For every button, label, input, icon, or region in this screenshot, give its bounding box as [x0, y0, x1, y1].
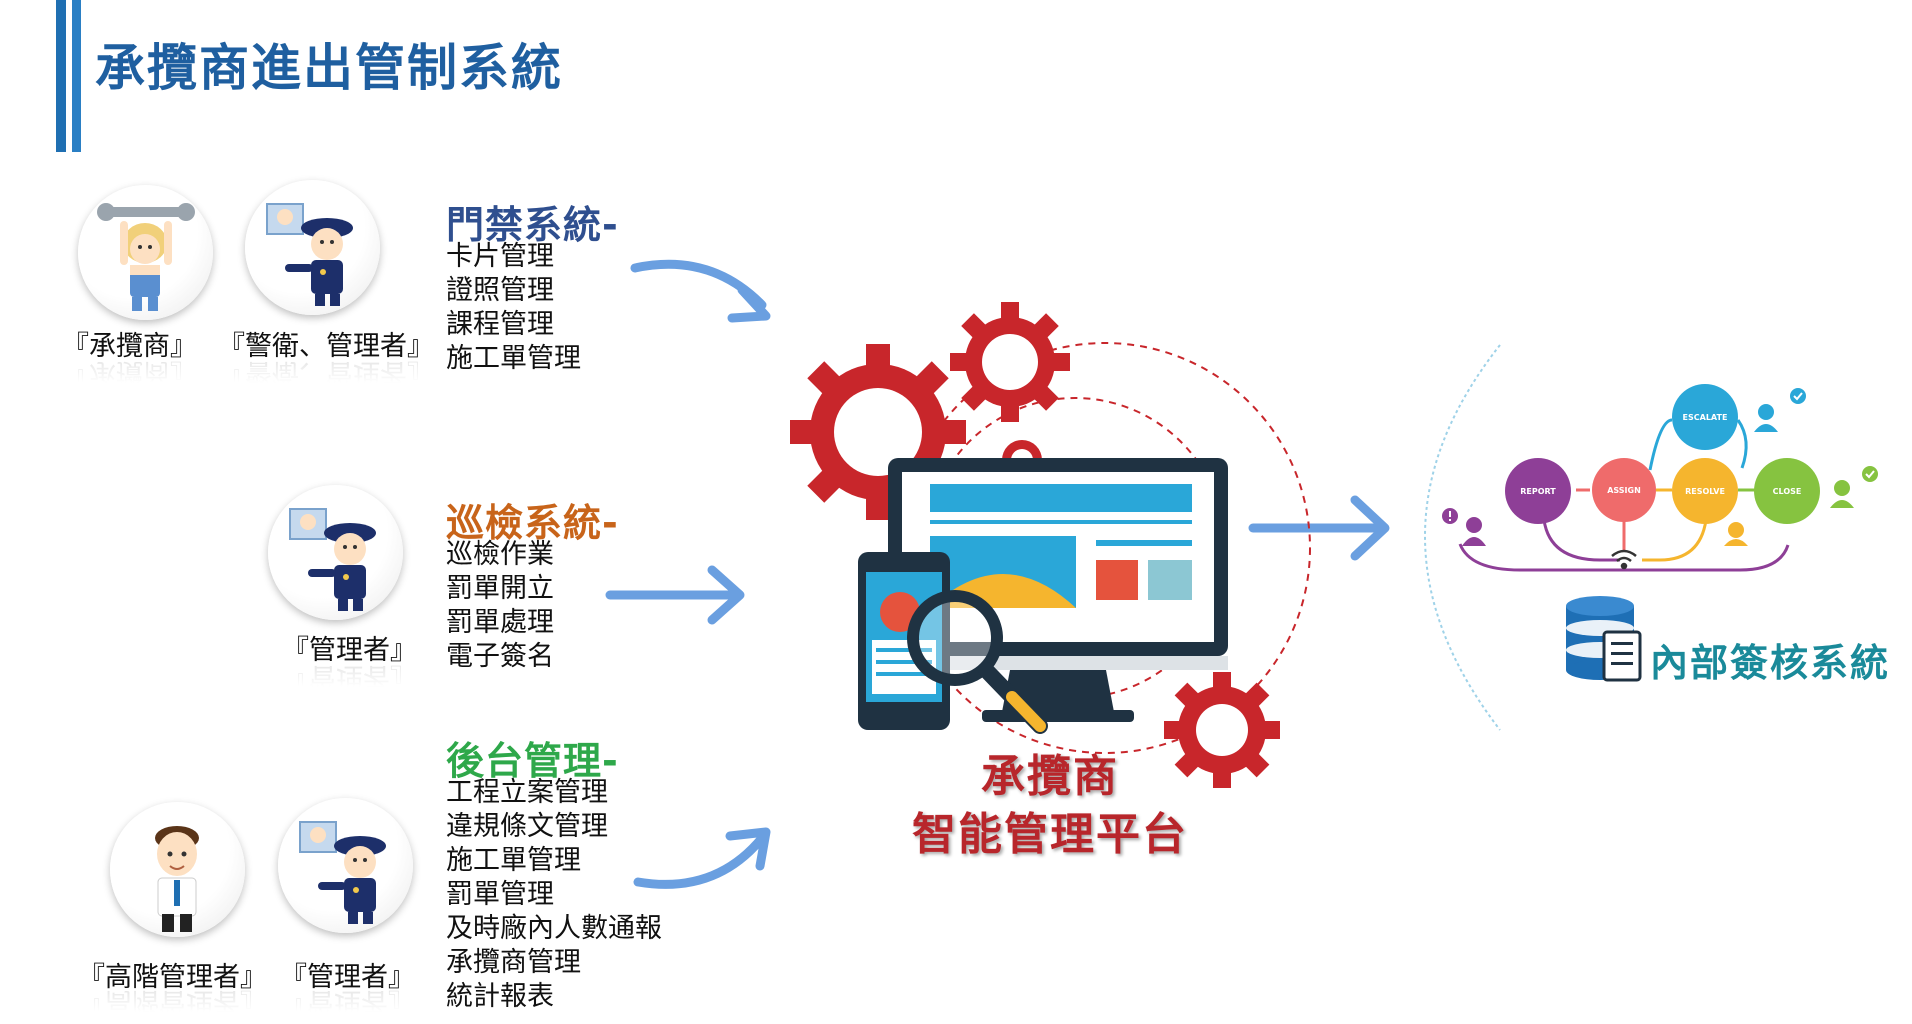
- gear-icon: [950, 302, 1070, 422]
- section-title-access-control: 門禁系統-: [446, 203, 619, 247]
- section-list-backend: 工程立案管理 違規條文管理 施工單管理 罰單管理 及時廠內人數通報 承攬商管理 …: [446, 776, 662, 1014]
- role-label-guard-manager: 『警衛、管理者』: [218, 331, 434, 362]
- workflow-step-assign: ASSIGN: [1592, 458, 1656, 522]
- database-icon: [1566, 596, 1634, 680]
- list-item: 及時廠內人數通報: [446, 913, 662, 944]
- list-item: 施工單管理: [446, 845, 581, 876]
- worker-avatar: [78, 185, 213, 320]
- list-item: 統計報表: [446, 981, 554, 1012]
- guard-icon: [299, 821, 386, 924]
- senior-manager-avatar: [110, 802, 245, 937]
- workflow-step-report: REPORT: [1505, 458, 1571, 524]
- magnifier-icon: [907, 590, 1048, 734]
- section-title-inspection: 巡檢系統-: [446, 501, 619, 545]
- manager-icon: [155, 826, 199, 932]
- list-item: 罰單管理: [446, 879, 554, 910]
- phone-icon: [858, 552, 950, 730]
- list-item: 證照管理: [446, 275, 554, 306]
- section-list-access-control: 卡片管理 證照管理 課程管理 施工單管理: [446, 240, 581, 376]
- list-item: 課程管理: [446, 309, 554, 340]
- gear-icon: [1164, 672, 1280, 788]
- role-label-senior-manager: 『高階管理者』: [78, 962, 267, 993]
- manager-guard-avatar: [268, 485, 403, 620]
- manager-guard-avatar-2: [278, 798, 413, 933]
- section-title-backend: 後台管理-: [446, 739, 619, 783]
- role-label-contractor: 『承攬商』: [62, 331, 197, 362]
- list-item: 工程立案管理: [446, 777, 608, 808]
- arrow-access-to-platform: [630, 259, 767, 310]
- list-item: 違規條文管理: [446, 811, 608, 842]
- person-icon: [1724, 522, 1748, 546]
- list-item: 巡檢作業: [446, 539, 554, 570]
- person-icon: [1754, 404, 1778, 432]
- list-item: 罰單開立: [446, 573, 554, 604]
- guard-icon: [289, 508, 376, 611]
- role-label-manager-2: 『管理者』: [280, 962, 415, 993]
- wifi-icon: [1611, 549, 1637, 570]
- page-title: 承攬商進出管制系統: [95, 39, 563, 97]
- divider-arc: [1424, 344, 1501, 731]
- person-icon: [1830, 480, 1854, 508]
- guard-avatar: [245, 180, 380, 315]
- workflow-step-resolve: RESOLVE: [1672, 458, 1738, 524]
- arrow-backend-to-platform: [633, 833, 767, 889]
- workflow-step-close: CLOSE: [1754, 458, 1820, 524]
- alert-icon: [1442, 508, 1458, 524]
- title-accent-bar: [56, 0, 66, 152]
- internal-approval-system-label: 內部簽核系統: [1650, 641, 1891, 685]
- list-item: 承攬商管理: [446, 947, 581, 978]
- document-icon: [1602, 630, 1642, 682]
- role-label-manager: 『管理者』: [282, 635, 417, 666]
- title-accent-bar-2: [72, 0, 81, 152]
- list-item: 罰單處理: [446, 607, 554, 638]
- list-item: 卡片管理: [446, 241, 554, 272]
- platform-title-line1: 承攬商: [981, 751, 1119, 802]
- person-icon: [1462, 517, 1486, 546]
- list-item: 電子簽名: [446, 641, 554, 672]
- workflow-step-escalate: ESCALATE: [1672, 384, 1738, 450]
- check-icon: [1790, 388, 1878, 482]
- workflow-connectors: [1458, 418, 1790, 572]
- worker-icon: [97, 203, 195, 311]
- list-item: 施工單管理: [446, 343, 581, 374]
- platform-title-line2: 智能管理平台: [912, 809, 1188, 860]
- guard-icon: [266, 203, 353, 306]
- section-list-inspection: 巡檢作業 罰單開立 罰單處理 電子簽名: [446, 538, 554, 674]
